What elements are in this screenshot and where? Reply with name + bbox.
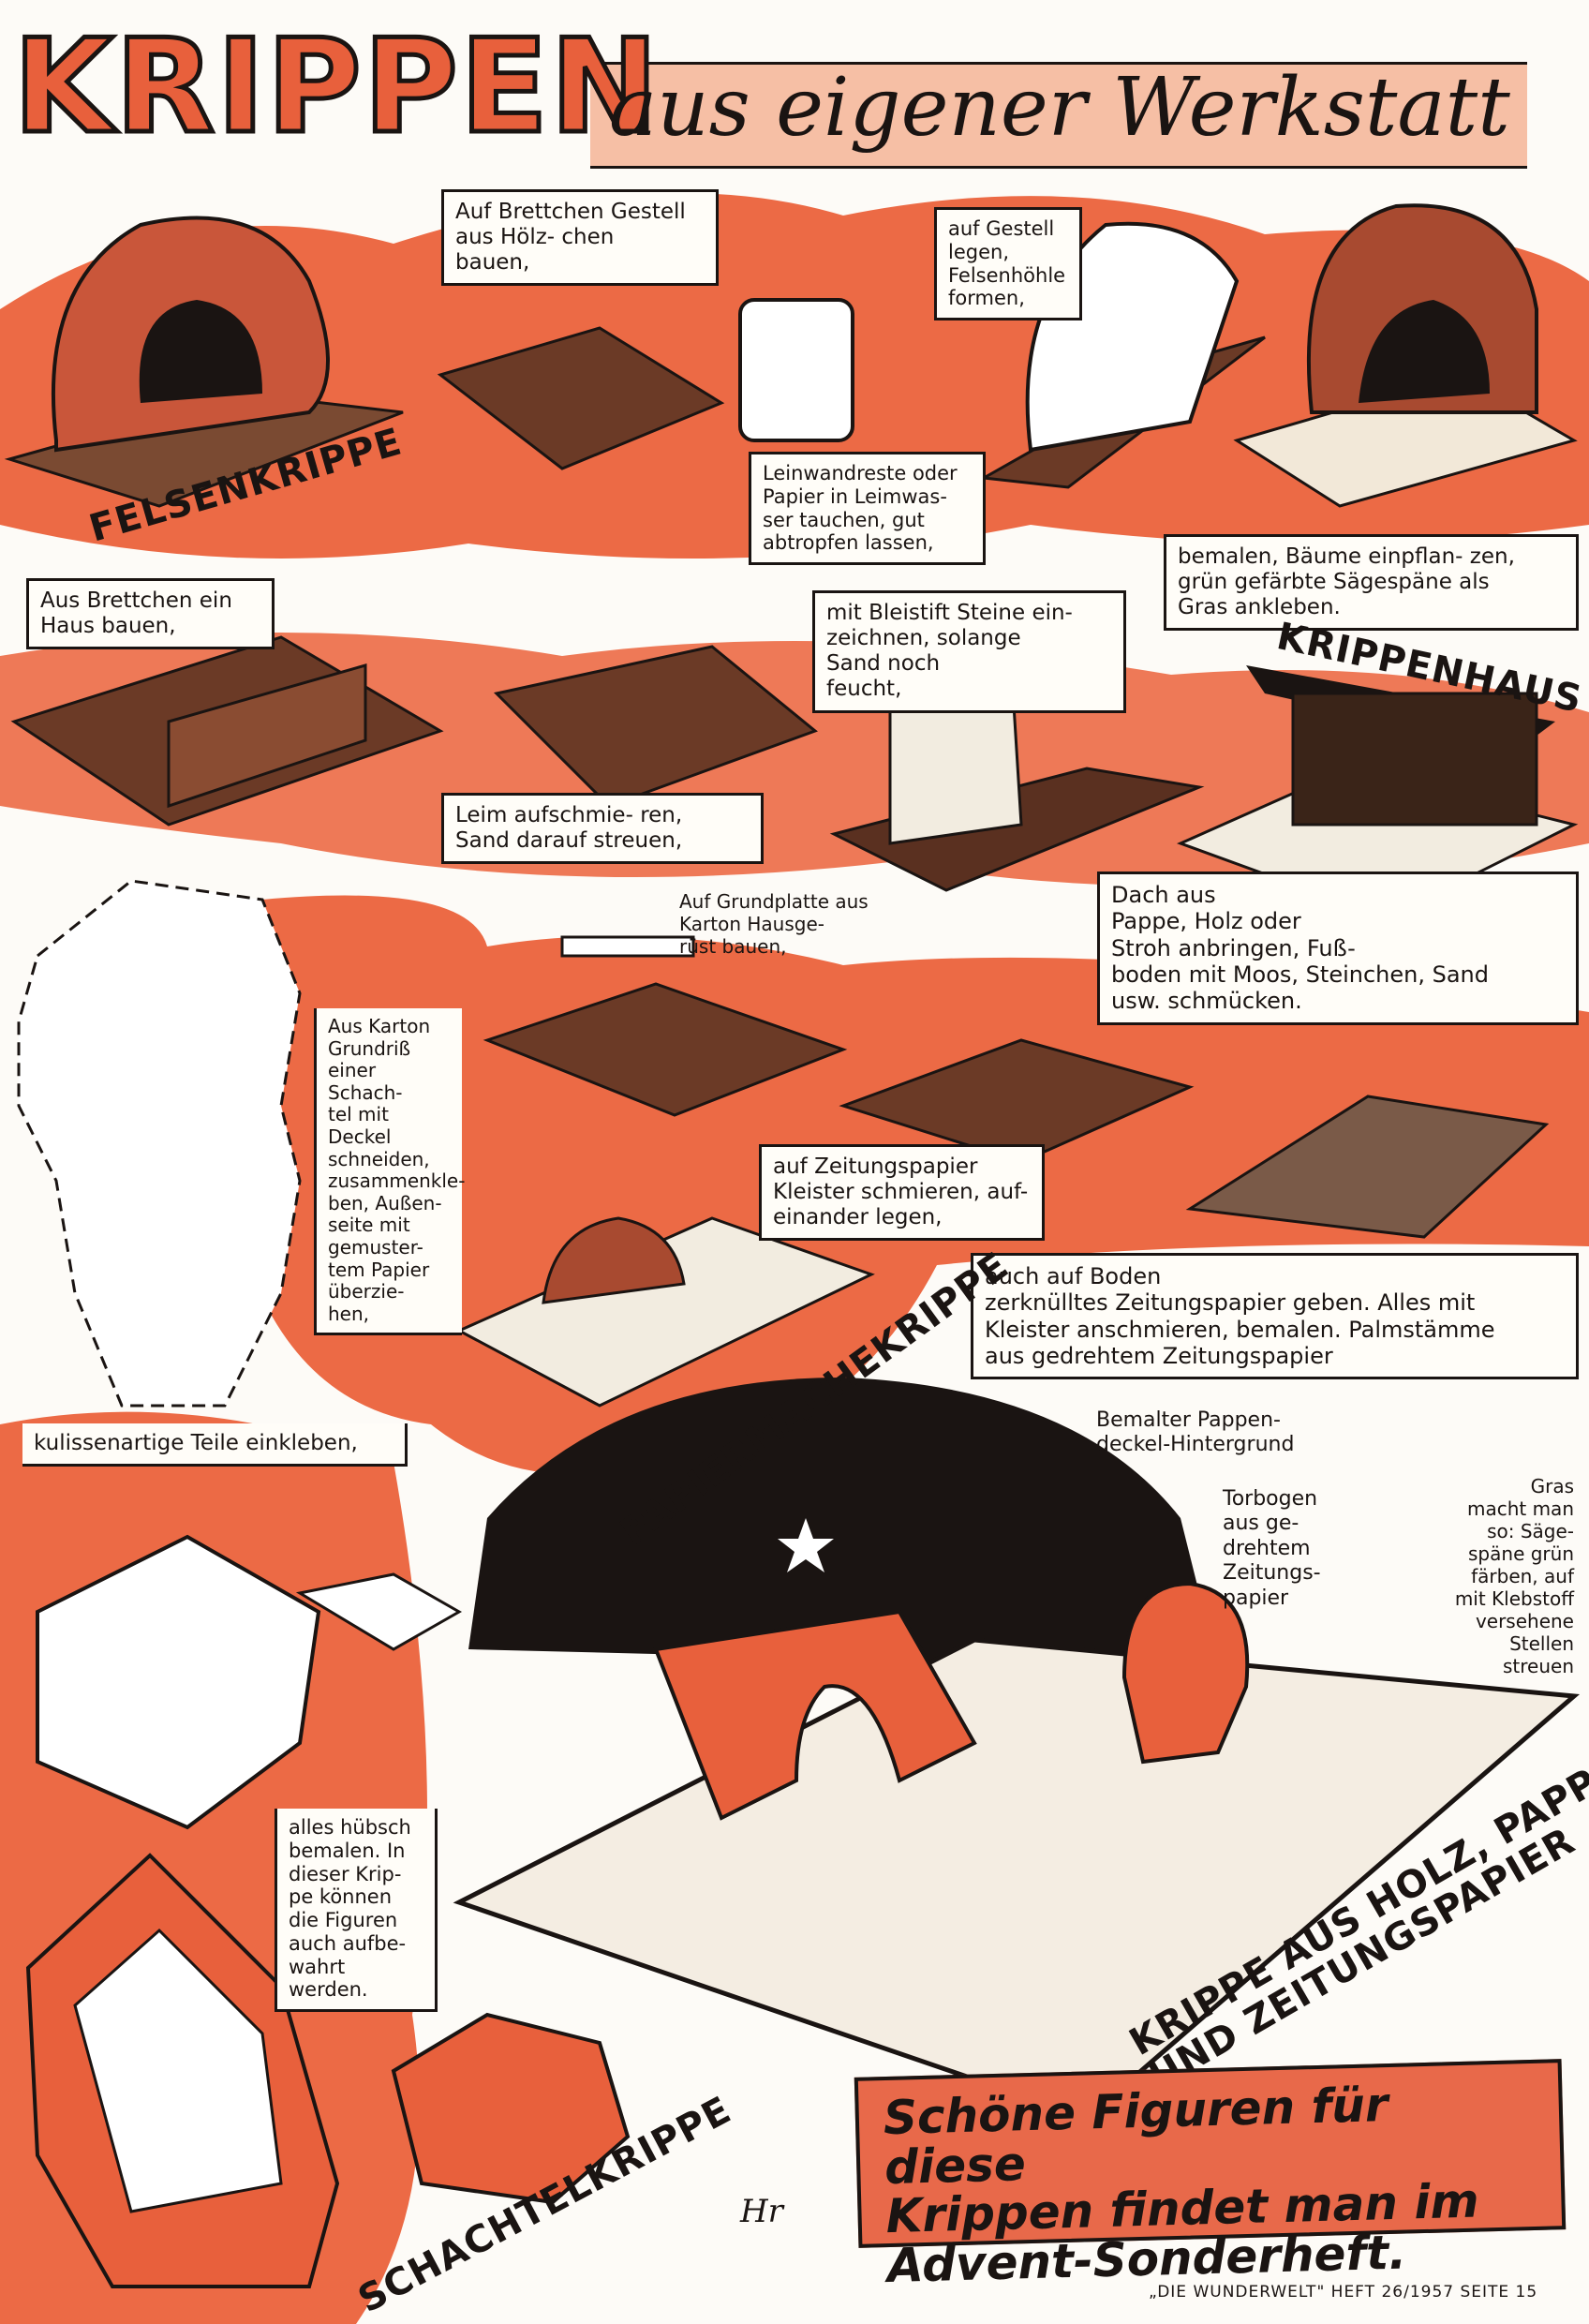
cave-opening	[139, 300, 262, 403]
caption-kulissen: kulissenartige Teile einkleben,	[22, 1423, 408, 1467]
caption-zeitungspapier: auf Zeitungspapier Kleister schmieren, a…	[759, 1144, 1045, 1242]
night-sky	[468, 1378, 1218, 1668]
page-subtitle: aus eigener Werkstatt	[609, 61, 1510, 155]
glue-pot	[738, 298, 854, 442]
caption-leim: Leim aufschmie- ren, Sand darauf streuen…	[441, 793, 764, 865]
caption-karton: Aus Karton Grundriß einer Schach- tel mi…	[314, 1008, 465, 1336]
advert-text: Schöne Figuren für diese Krippen findet …	[883, 2078, 1480, 2293]
box-net	[17, 879, 302, 1408]
gestell-board	[437, 326, 725, 470]
caption-bleistift: mit Bleistift Steine ein- zeichnen, sola…	[812, 590, 1126, 713]
house-wall	[167, 663, 367, 809]
caption-gras: Gras macht man so: Säge- späne grün färb…	[1454, 1475, 1574, 1677]
caption-dach: Dach aus Pappe, Holz oder Stroh anbringe…	[1097, 872, 1579, 1025]
orange-background-house	[0, 633, 1589, 886]
caption-haus-bauen: Aus Brettchen ein Haus bauen,	[26, 578, 275, 650]
caption-grundplatte: Auf Grundplatte aus Karton Hausge- rüst …	[679, 890, 869, 958]
open-box	[36, 1534, 321, 1830]
page-title: KRIPPEN	[11, 11, 661, 162]
title-banner	[590, 62, 1527, 169]
caption-felsenhoehle: auf Gestell legen, Felsenhöhle formen,	[934, 207, 1082, 321]
caption-gestell: Auf Brettchen Gestell aus Hölz- chen bau…	[441, 189, 719, 287]
caption-boden: auch auf Boden zerknülltes Zeitungspapie…	[971, 1253, 1579, 1380]
advent-sonderheft-notice: Schöne Figuren für diese Krippen findet …	[854, 2059, 1567, 2293]
caption-bemalen-baeume: bemalen, Bäume einpflan- zen, grün gefär…	[1164, 534, 1579, 632]
star-icon	[778, 1518, 834, 1572]
house-board-2	[493, 645, 818, 808]
caption-leinwand: Leinwandreste oder Papier in Leimwas- se…	[749, 452, 986, 566]
caption-torbogen: Torbogen aus ge- drehtem Zeitungs- papie…	[1223, 1487, 1321, 1610]
papiermache-board-3	[1185, 1095, 1550, 1239]
scene-arch	[653, 1609, 977, 1821]
hexagon-lid	[391, 2012, 631, 2205]
papiermache-board-1	[483, 982, 848, 1117]
artist-signature: Hr	[740, 2193, 783, 2230]
caption-hintergrund: Bemalter Pappen- deckel-Hintergrund	[1096, 1408, 1295, 1457]
scene-gate	[1121, 1581, 1250, 1765]
page-footer: „DIE WUNDERWELT" HEFT 26/1957 SEITE 15	[1149, 2283, 1538, 2302]
papiermache-board-2	[839, 1038, 1195, 1164]
box-insert	[295, 1572, 463, 1651]
caption-huebsch: alles hübsch bemalen. In dieser Krip- pe…	[275, 1809, 438, 2013]
krippenhaus-stable	[1291, 692, 1538, 827]
